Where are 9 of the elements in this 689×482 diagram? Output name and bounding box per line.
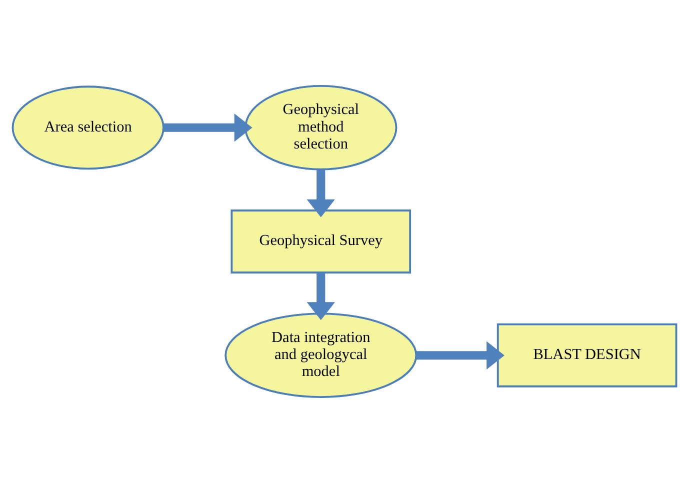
arrow [306,169,335,217]
node-ellipse: Data integration and geologycal model [224,312,418,398]
arrow [164,113,252,142]
node-box: Geophysical Survey [230,209,412,273]
arrow [306,272,335,320]
arrow [416,340,504,369]
node-ellipse: Area selection [12,85,164,170]
node-ellipse: Geophysical method selection [244,84,398,170]
node-box: BLAST DESIGN [496,322,678,387]
